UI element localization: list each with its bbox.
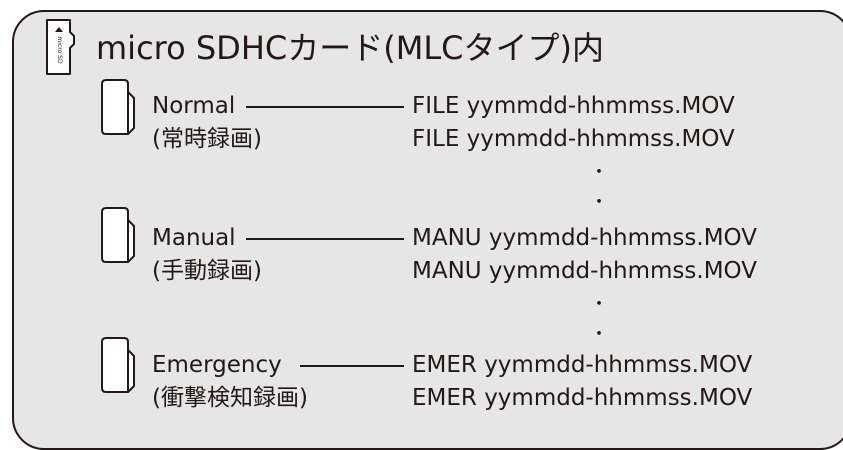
sd-card-contents-panel <box>12 10 843 450</box>
leader-line <box>300 365 404 367</box>
folder-icon <box>101 207 135 263</box>
folder-icon <box>101 79 135 135</box>
file-entry: MANU yymmdd-hhmmss.MOV <box>412 258 757 284</box>
file-entry: FILE yymmdd-hhmmss.MOV <box>412 93 735 119</box>
leader-line <box>246 106 404 108</box>
leader-line <box>246 238 404 240</box>
folder-subtitle-manual: (手動録画) <box>152 258 262 284</box>
micro-sd-card-icon: micro SD <box>46 19 75 75</box>
ellipsis-dot: ・ <box>590 192 608 213</box>
folder-icon <box>101 337 135 393</box>
ellipsis-dot: ・ <box>590 324 608 345</box>
folder-name-manual: Manual <box>152 225 236 251</box>
file-entry: EMER yymmdd-hhmmss.MOV <box>412 352 753 378</box>
ellipsis-dot: ・ <box>590 162 608 183</box>
ellipsis-dot: ・ <box>590 294 608 315</box>
header-title: micro SDHCカード(MLCタイプ)内 <box>96 29 604 67</box>
folder-subtitle-normal: (常時録画) <box>152 126 262 152</box>
file-entry: EMER yymmdd-hhmmss.MOV <box>412 385 753 411</box>
file-entry: MANU yymmdd-hhmmss.MOV <box>412 225 757 251</box>
file-entry: FILE yymmdd-hhmmss.MOV <box>412 126 735 152</box>
svg-text:micro SD: micro SD <box>56 36 63 64</box>
folder-subtitle-emergency: (衝撃検知録画) <box>152 385 308 411</box>
folder-name-normal: Normal <box>152 93 236 119</box>
folder-name-emergency: Emergency <box>152 352 282 378</box>
